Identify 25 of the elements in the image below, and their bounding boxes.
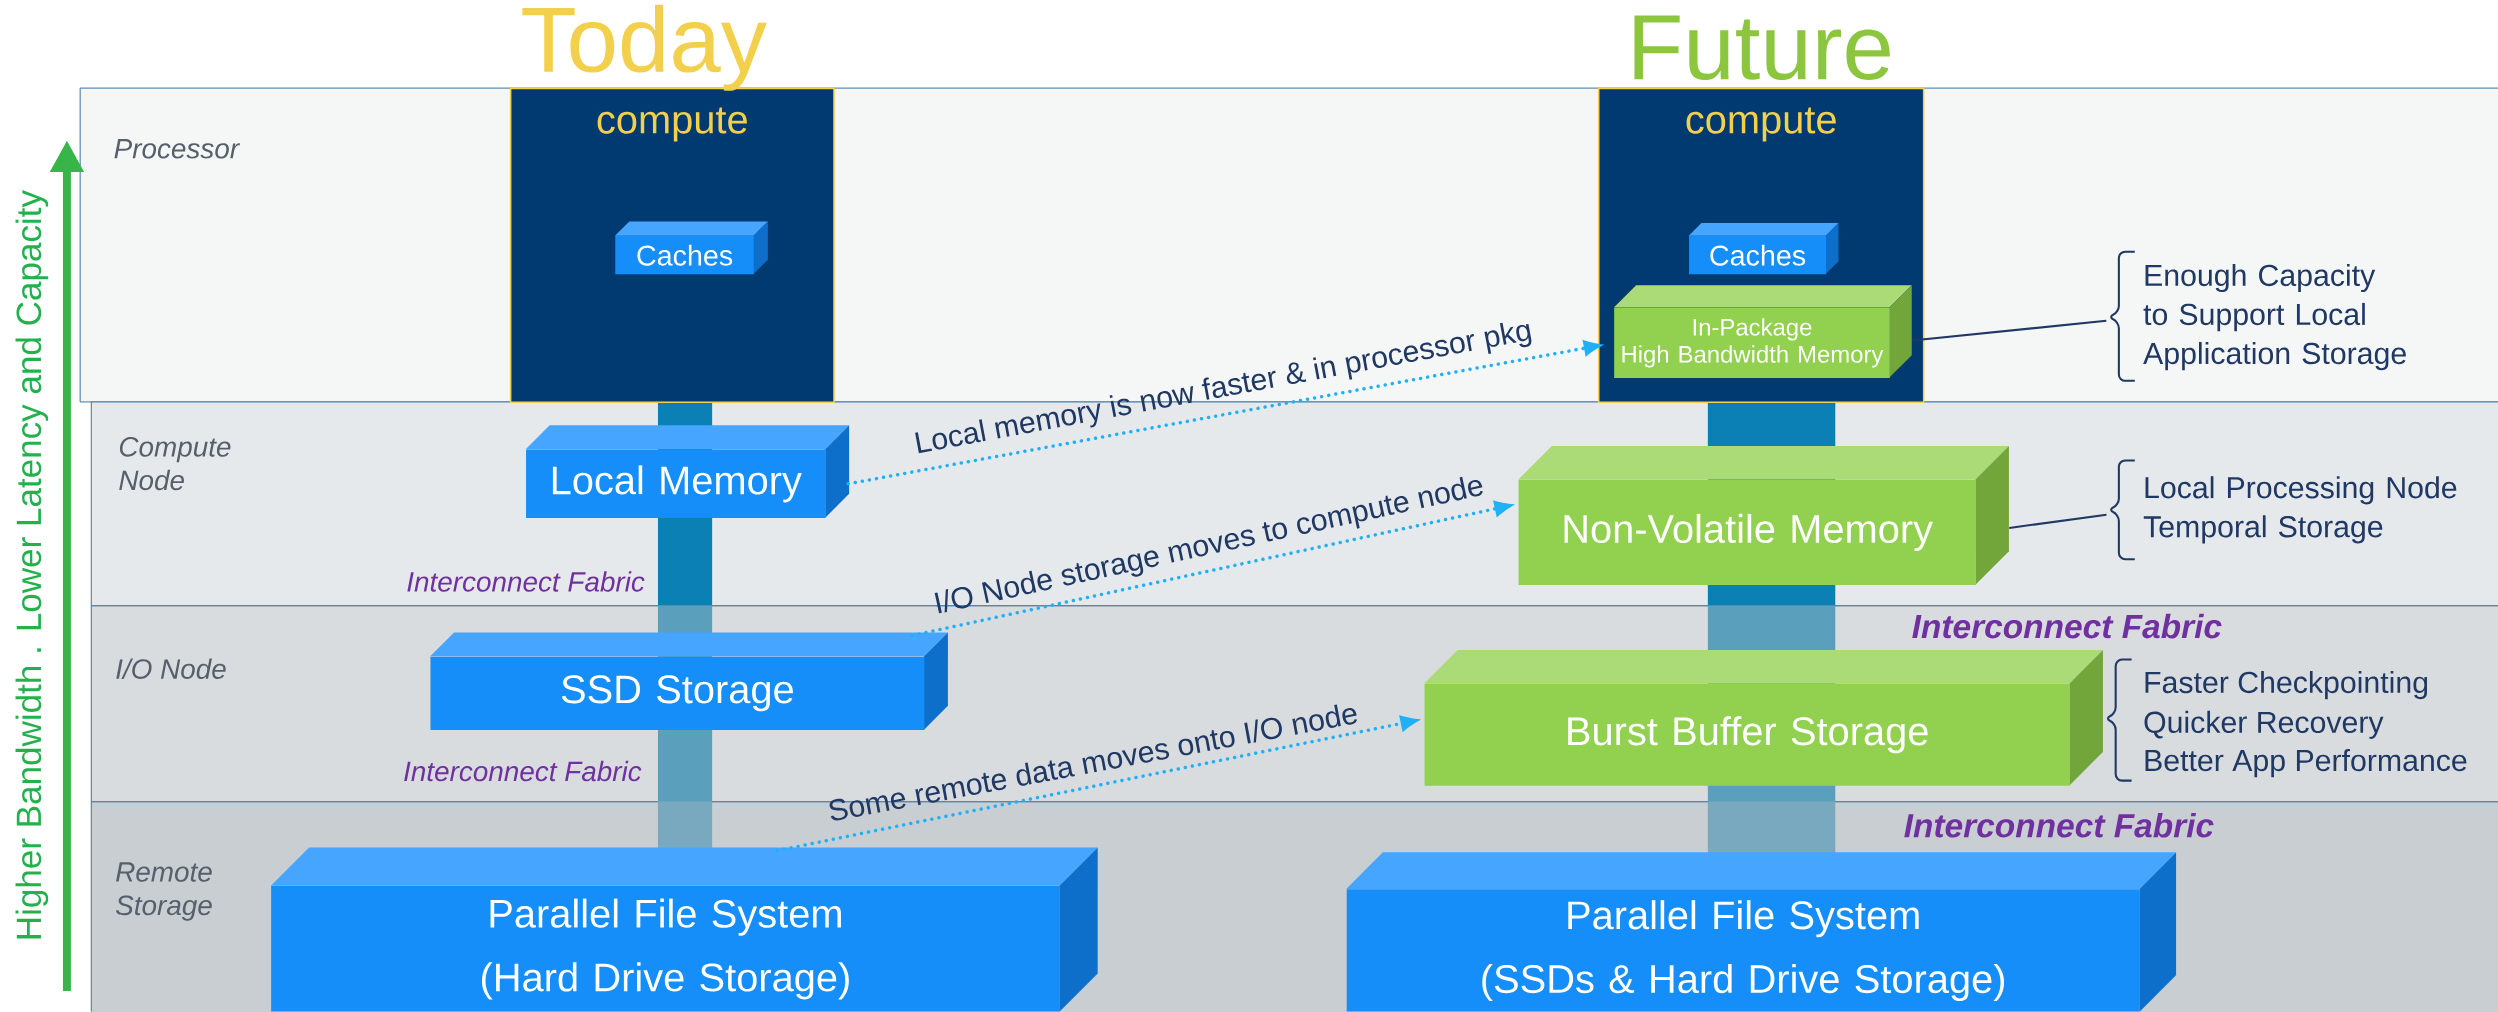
- axis-label: Higher Bandwidth . Lower Latency and Capacity: [15, 190, 49, 939]
- storage-block: Parallel File System (Hard Drive Storage): [270, 847, 1098, 1012]
- fabric-label: Interconnect Fabric: [1912, 614, 2222, 639]
- fabric-label: Interconnect Fabric: [404, 761, 642, 782]
- storage-block: In-Package High Bandwidth Memory: [1613, 285, 1912, 379]
- column-title: Future: [1634, 15, 1890, 81]
- dotted-arrow: [910, 500, 1516, 638]
- fabric-label: Interconnect Fabric: [1904, 813, 2214, 838]
- storage-block: Local Memory: [525, 425, 850, 519]
- note-text: Faster Checkpointing: [2145, 671, 2428, 700]
- bracket-note: Enough Capacity to Support Local Application Storage: [2143, 264, 2406, 371]
- leader-line: [1912, 319, 2107, 342]
- edge-label: I/O Node storage moves to compute node: [934, 477, 1483, 614]
- fabric-label: Interconnect Fabric: [407, 571, 645, 592]
- storage-block: Caches: [1688, 223, 1839, 275]
- bracket-note: Local Processing Node Temporal Storage: [2143, 476, 2457, 544]
- storage-block: Burst Buffer Storage: [1424, 650, 2103, 786]
- note-text: Quicker Recovery: [2144, 710, 2384, 740]
- storage-block: SSD Storage: [430, 632, 948, 731]
- dotted-arrow: [846, 339, 1605, 486]
- leader-line: [2009, 513, 2107, 530]
- storage-block: Caches: [614, 221, 768, 275]
- storage-block: Parallel File System (SSDs & Hard Drive Storage): [1346, 852, 2177, 1012]
- storage-block: Non-Volatile Memory: [1518, 446, 2009, 586]
- note-text: Better App Performance: [2145, 749, 2467, 778]
